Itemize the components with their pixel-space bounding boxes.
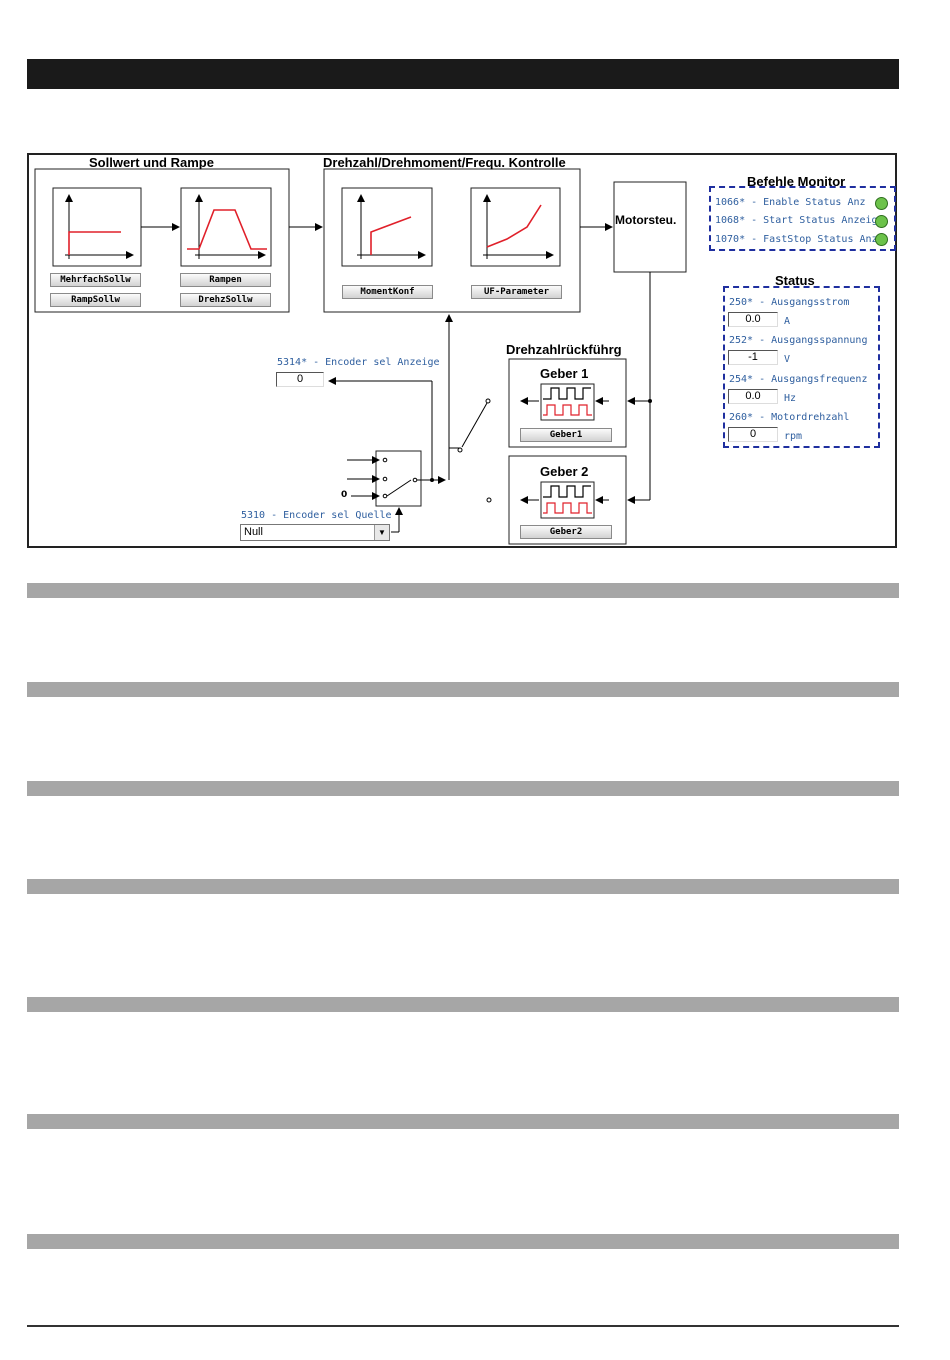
drehzsollw-button[interactable]: DrehzSollw — [180, 293, 271, 307]
section-bar-6 — [27, 1114, 899, 1129]
commands-monitor-box: 1066* - Enable Status Anz 1068* - Start … — [709, 186, 896, 251]
encoder-display-label: 5314* - Encoder sel Anzeige — [277, 357, 440, 368]
mehrfach-curve — [68, 231, 121, 255]
motor-control-box — [613, 181, 687, 273]
footer-rule — [27, 1325, 899, 1327]
moment-curve — [370, 216, 412, 255]
rampen-curve — [187, 209, 267, 250]
mehrfach-graph-box — [52, 187, 142, 267]
faststop-status-led-icon — [875, 233, 888, 246]
status-label-frequency: 254* - Ausgangsfrequenz — [729, 374, 868, 385]
status-label-voltage: 252* - Ausgangsspannung — [729, 335, 868, 346]
status-title: Status — [775, 273, 815, 288]
status-label-speed: 260* - Motordrehzahl — [729, 412, 850, 423]
status-unit-voltage: V — [784, 354, 791, 365]
rampen-graph-box — [180, 187, 272, 267]
header-bar — [27, 59, 899, 89]
monitor-label-faststop: 1070* - FastStop Status Anz — [715, 234, 878, 245]
encoder-display-value: 0 — [276, 372, 324, 387]
monitor-label-enable: 1066* - Enable Status Anz — [715, 197, 866, 208]
encoder2-title: Geber 2 — [540, 464, 589, 479]
mehrfachsollw-button[interactable]: MehrfachSollw — [50, 273, 141, 287]
start-status-led-icon — [875, 215, 888, 228]
status-value-speed: 0 — [728, 427, 778, 442]
encoder1-title: Geber 1 — [540, 366, 589, 381]
diagram-lines — [34, 168, 687, 545]
status-value-voltage: -1 — [728, 350, 778, 365]
chevron-down-icon[interactable]: ▼ — [374, 525, 389, 540]
section-bar-3 — [27, 781, 899, 796]
geber2-button[interactable]: Geber2 — [520, 525, 612, 539]
section-bar-1 — [27, 583, 899, 598]
section-bar-5 — [27, 997, 899, 1012]
switch-zero-label: 0 — [341, 490, 348, 500]
setpoint-group-box — [34, 168, 290, 313]
status-unit-current: A — [784, 316, 791, 327]
status-box: 250* - Ausgangsstrom 0.0 A 252* - Ausgan… — [723, 286, 880, 448]
status-unit-speed: rpm — [784, 431, 803, 442]
geber1-button[interactable]: Geber1 — [520, 428, 612, 442]
drive-block-diagram: Sollwert und Rampe Drehzahl/Drehmoment/F… — [27, 153, 897, 548]
momentkonf-button[interactable]: MomentKonf — [342, 285, 433, 299]
status-value-frequency: 0.0 — [728, 389, 778, 404]
enable-status-led-icon — [875, 197, 888, 210]
section-bar-4 — [27, 879, 899, 894]
rampen-button[interactable]: Rampen — [180, 273, 271, 287]
commands-monitor-title: Befehle Monitor — [747, 174, 846, 189]
encoder2-box — [508, 455, 627, 545]
encoder-source-select[interactable]: Null ▼ — [240, 524, 390, 541]
encoder-source-value: Null — [244, 526, 263, 538]
status-value-current: 0.0 — [728, 312, 778, 327]
monitor-label-start: 1068* - Start Status Anzeige — [715, 215, 884, 226]
section-bar-7 — [27, 1234, 899, 1249]
uf-graph-box — [470, 187, 561, 267]
status-unit-frequency: Hz — [784, 393, 797, 404]
moment-graph-box — [341, 187, 433, 267]
setpoint-title: Sollwert und Rampe — [89, 155, 214, 170]
speed-control-group-box — [323, 168, 581, 313]
speed-control-title: Drehzahl/Drehmoment/Frequ. Kontrolle — [323, 155, 566, 170]
feedback-title: Drehzahlrückführg — [506, 342, 622, 357]
status-label-current: 250* - Ausgangsstrom — [729, 297, 850, 308]
uf-parameter-button[interactable]: UF-Parameter — [471, 285, 562, 299]
rampsollw-button[interactable]: RampSollw — [50, 293, 141, 307]
section-bar-2 — [27, 682, 899, 697]
motor-control-title: Motorsteu. — [615, 213, 677, 227]
encoder1-box — [508, 358, 627, 448]
uf-curve — [486, 204, 542, 248]
encoder-source-label: 5310 - Encoder sel Quelle — [241, 510, 392, 521]
